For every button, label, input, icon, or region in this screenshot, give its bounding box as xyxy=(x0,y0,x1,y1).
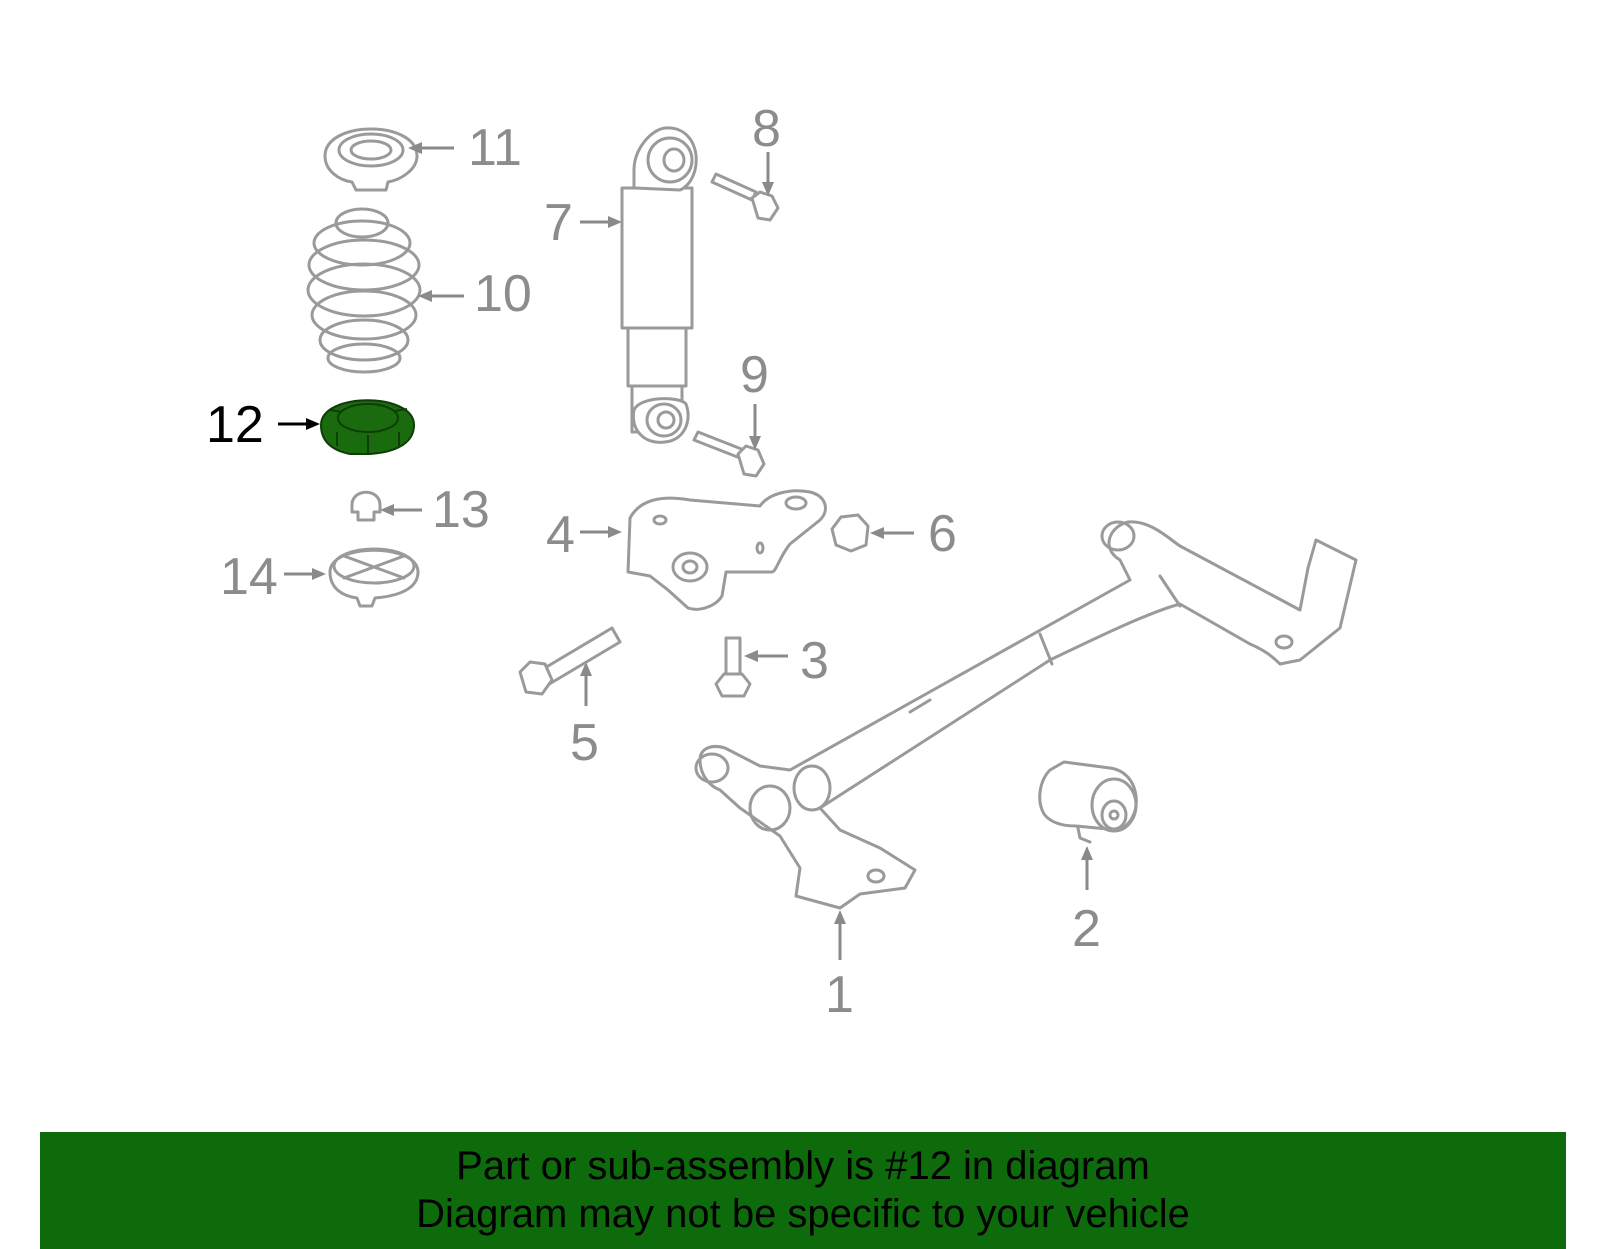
part-5-long-bolt[interactable] xyxy=(518,626,622,696)
callout-11[interactable]: 11 xyxy=(468,119,522,177)
callout-5[interactable]: 5 xyxy=(570,714,599,772)
part-10-coil-spring[interactable] xyxy=(306,207,422,374)
callout-7[interactable]: 7 xyxy=(544,194,573,252)
callout-14[interactable]: 14 xyxy=(220,548,278,606)
part-8-upper-bolt[interactable] xyxy=(710,172,780,222)
callout-12[interactable]: 12 xyxy=(206,396,264,454)
callout-8[interactable]: 8 xyxy=(752,100,781,158)
callout-10[interactable]: 10 xyxy=(474,265,532,323)
part-12-spring-insulator[interactable] xyxy=(319,399,416,455)
banner-line-2: Diagram may not be specific to your vehi… xyxy=(416,1192,1190,1236)
info-banner: Part or sub-assembly is #12 in diagram D… xyxy=(40,1132,1566,1249)
callout-13[interactable]: 13 xyxy=(432,481,490,539)
part-3-short-bolt[interactable] xyxy=(714,636,752,698)
callout-6[interactable]: 6 xyxy=(928,505,957,563)
part-9-lower-bolt[interactable] xyxy=(692,430,766,478)
callout-1[interactable]: 1 xyxy=(825,966,854,1024)
part-1-axle-beam[interactable] xyxy=(694,520,1358,910)
part-2-bushing[interactable] xyxy=(1038,760,1138,844)
callout-3[interactable]: 3 xyxy=(800,632,829,690)
banner-line-1: Part or sub-assembly is #12 in diagram xyxy=(456,1144,1150,1188)
callout-labels: 11 10 12 13 14 7 8 9 4 6 3 5 1 2 xyxy=(206,100,1101,1024)
part-6-nut[interactable] xyxy=(830,513,870,553)
part-14-lower-seat[interactable] xyxy=(328,547,420,608)
callout-4[interactable]: 4 xyxy=(546,506,575,564)
part-11-upper-seat[interactable] xyxy=(323,127,419,192)
part-13-bump-stop[interactable] xyxy=(350,490,382,522)
callout-9[interactable]: 9 xyxy=(740,346,769,404)
leader-arrows xyxy=(278,142,1093,960)
callout-2[interactable]: 2 xyxy=(1072,900,1101,958)
part-4-bracket[interactable] xyxy=(626,489,827,611)
part-7-shock-absorber[interactable] xyxy=(620,126,698,444)
